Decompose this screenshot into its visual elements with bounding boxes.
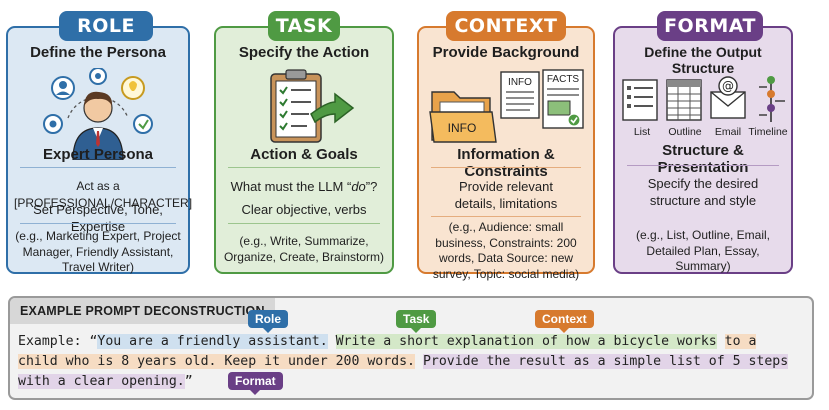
context-divider [431, 167, 581, 168]
task-line1-post: ”? [365, 179, 378, 194]
role-subtitle: Define the Persona [30, 44, 166, 61]
format-label-email: Email [714, 126, 742, 138]
info-documents-icon: INFO FACTS INFO [429, 69, 584, 143]
example-prefix: Example: “ [18, 334, 98, 349]
timeline-icon [759, 76, 785, 122]
example-role-segment: You are a friendly assistant. [97, 334, 328, 349]
task-line2: Clear objective, verbs [241, 202, 367, 217]
format-icons: @ [622, 76, 785, 122]
format-illustration: @ List Outline Email Timeline [615, 68, 791, 160]
example-heading: EXAMPLE PROMPT DECONSTRUCTION [10, 298, 275, 324]
example-prompt-box: EXAMPLE PROMPT DECONSTRUCTION Role Task … [8, 296, 814, 400]
context-heading: Information & Constraints [457, 146, 555, 180]
role-tag: Role [248, 310, 289, 333]
format-heading: Structure & Presentation [657, 142, 749, 176]
expert-persona-icon [43, 68, 153, 160]
format-label-timeline: Timeline [748, 126, 788, 138]
task-heading: Action & Goals [250, 146, 358, 163]
format-divider [627, 165, 779, 166]
role-line2: Set Perspective, Tone, Expertise [33, 202, 163, 234]
context-examples: (e.g., Audience: small business, Constra… [432, 220, 580, 281]
role-heading: Expert Persona [42, 146, 154, 163]
outline-icon [666, 79, 702, 121]
context-card: Provide Background INFO FACTS INFO Infor… [417, 26, 595, 281]
format-tag: Format [228, 372, 283, 395]
format-card: Define the Output Structure @ [613, 26, 793, 274]
example-text: Example: “You are a friendly assistant. … [18, 332, 803, 392]
clipboard-checklist-icon [270, 69, 355, 143]
role-divider-2 [20, 223, 176, 224]
task-card: Specify the Action Action & Goals What m… [214, 26, 394, 274]
format-label-outline: Outline [668, 126, 702, 138]
context-tag: Context [535, 310, 594, 333]
format-title-pill: FORMAT [657, 11, 763, 41]
context-title-pill: CONTEXT [446, 11, 566, 41]
role-divider [20, 167, 176, 168]
task-title-pill: TASK [268, 11, 340, 41]
role-illustration [8, 68, 188, 160]
context-divider-2 [431, 216, 581, 217]
task-illustration [216, 68, 392, 160]
context-line1: Provide relevant details, limitations [454, 179, 558, 211]
list-icon [622, 79, 658, 121]
context-doc-label-2: INFO [508, 77, 532, 88]
email-icon: @ [710, 76, 746, 119]
format-label-list: List [633, 126, 651, 138]
context-subtitle: Provide Background [432, 44, 580, 61]
format-line1: Specify the desired structure and style [647, 176, 759, 208]
task-line1: What must the LLM “do”? [222, 178, 386, 195]
example-task-segment: Write a short explanation of how a bicyc… [335, 334, 717, 349]
task-line1-pre: What must the LLM “ [230, 179, 352, 194]
format-examples: (e.g., List, Outline, Email, Detailed Pl… [635, 228, 771, 273]
task-subtitle: Specify the Action [238, 44, 370, 61]
task-examples: (e.g., Write, Summarize, Organize, Creat… [223, 234, 385, 264]
role-examples: (e.g., Marketing Expert, Project Manager… [15, 229, 181, 274]
task-tag: Task [396, 310, 437, 333]
example-suffix: ” [184, 374, 193, 389]
svg-text:@: @ [722, 79, 734, 93]
context-doc-label-3: FACTS [547, 74, 580, 85]
format-subtitle: Define the Output Structure [644, 44, 762, 76]
task-divider [228, 167, 380, 168]
context-folder-label: INFO [448, 121, 477, 135]
context-illustration: INFO FACTS INFO [419, 68, 593, 160]
task-divider-2 [228, 223, 380, 224]
role-line1: Act as a [PROFESSIONAL/CHARACTER] [14, 179, 193, 210]
role-card: Define the Persona Expert Persona Act as… [6, 26, 193, 274]
role-title-pill: ROLE [59, 11, 153, 41]
task-line1-em: do [351, 179, 366, 194]
